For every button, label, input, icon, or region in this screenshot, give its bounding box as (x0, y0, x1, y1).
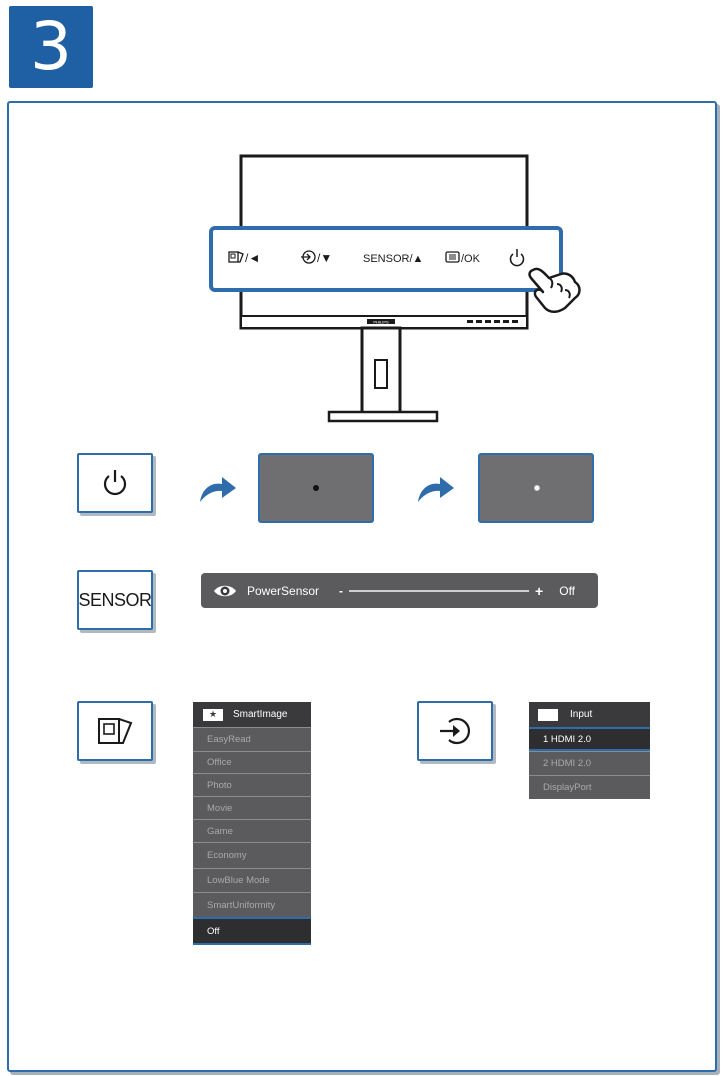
smartimage-menu-title: ★ SmartImage (193, 702, 311, 727)
monitor-smartimage-label: /◄ (245, 251, 260, 265)
pointing-hand-icon (528, 267, 581, 313)
screen-state-dark-led (258, 453, 374, 523)
led-indicator-off (313, 485, 319, 491)
star-icon: ★ (203, 708, 223, 721)
input-menu: Input 1 HDMI 2.0 2 HDMI 2.0 DisplayPort (529, 702, 650, 799)
smartimage-option-off[interactable]: Off (193, 917, 311, 945)
input-option-hdmi-2[interactable]: 2 HDMI 2.0 (529, 751, 650, 775)
smartimage-option-photo[interactable]: Photo (193, 773, 311, 796)
smartimage-option-economy[interactable]: Economy (193, 842, 311, 868)
smartimage-option-smartuniformity[interactable]: SmartUniformity (193, 892, 311, 917)
smartimage-option-game[interactable]: Game (193, 819, 311, 842)
power-key[interactable] (77, 453, 153, 513)
power-sensor-label: PowerSensor (247, 583, 320, 598)
power-icon (103, 470, 127, 496)
monitor-power-icon (509, 249, 525, 267)
power-sensor-bar: PowerSensor - + Off (201, 573, 598, 608)
eye-icon (214, 585, 236, 596)
input-key[interactable] (417, 701, 493, 761)
power-sensor-minus[interactable]: - (339, 583, 344, 598)
smartimage-option-lowblue-mode[interactable]: LowBlue Mode (193, 868, 311, 892)
power-sensor-value: Off (559, 583, 576, 598)
monitor-input-label: /▼ (317, 251, 332, 265)
power-sensor-plus[interactable]: + (535, 582, 544, 599)
monitor-illustration: PHILIPS /◄ /▼ SENSOR/▲ /OK (209, 154, 581, 423)
led-indicator-on (534, 485, 540, 491)
monitor-menu-icon (445, 251, 460, 263)
curved-arrow-icon (200, 477, 236, 502)
smartimage-option-easyread[interactable]: EasyRead (193, 727, 311, 751)
monitor-menu-label: /OK (461, 253, 481, 265)
smartimage-option-movie[interactable]: Movie (193, 796, 311, 819)
input-option-hdmi-1[interactable]: 1 HDMI 2.0 (529, 727, 650, 751)
screen-state-white-led (478, 453, 594, 523)
monitor-smartimage-icon (228, 251, 244, 263)
input-option-displayport[interactable]: DisplayPort (529, 775, 650, 799)
monitor-input-icon (301, 250, 316, 264)
monitor-brand-label: PHILIPS (373, 320, 389, 325)
smartimage-icon (98, 718, 133, 744)
monitor-sensor-label: SENSOR/▲ (363, 253, 423, 265)
smartimage-key[interactable] (77, 701, 153, 761)
input-icon (440, 717, 471, 745)
sensor-key-label: SENSOR (78, 589, 152, 610)
sensor-key[interactable]: SENSOR (77, 570, 153, 630)
input-menu-title: Input (529, 702, 650, 727)
smartimage-menu: ★ SmartImage EasyRead Office Photo Movie… (193, 702, 311, 945)
step-number-badge: 3 (9, 6, 93, 88)
curved-arrow-icon (418, 477, 454, 502)
smartimage-option-office[interactable]: Office (193, 751, 311, 773)
input-source-icon (538, 708, 558, 721)
power-sensor-slider-track[interactable] (349, 589, 530, 592)
